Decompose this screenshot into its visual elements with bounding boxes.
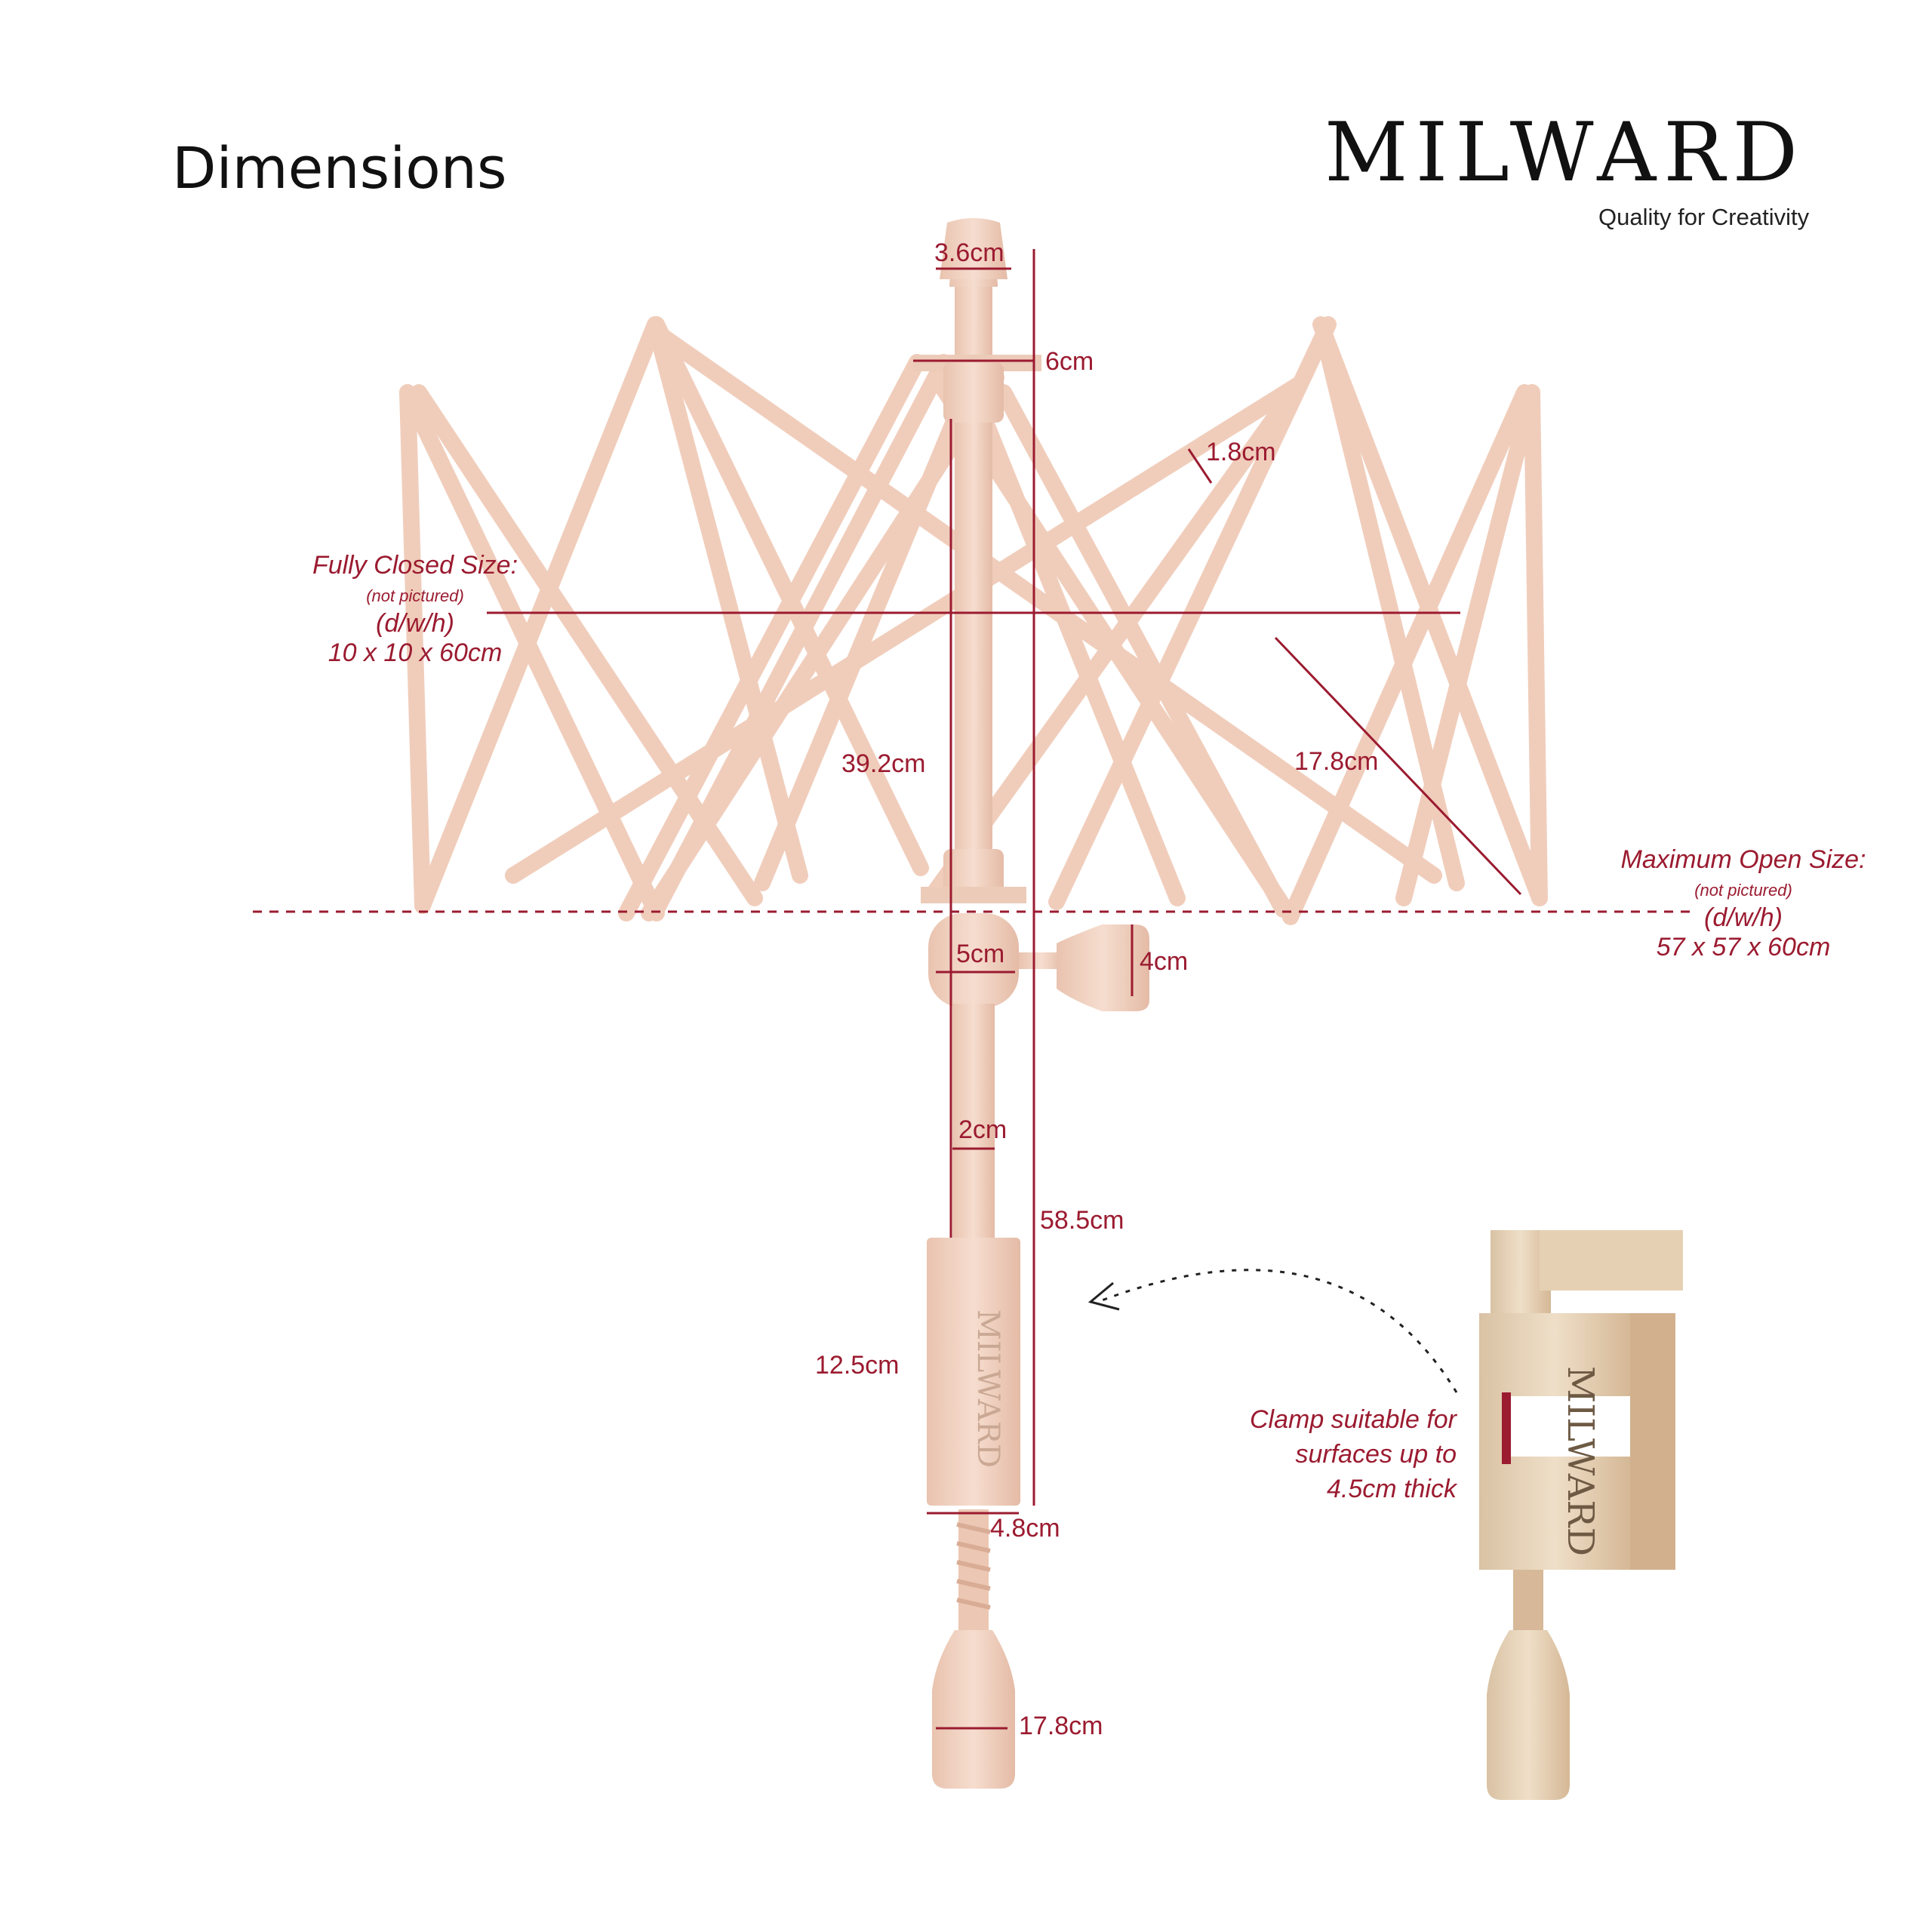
foot <box>932 1630 1015 1789</box>
page-title: Dimensions <box>172 134 507 202</box>
closed-size-note: Fully Closed Size: (not pictured) (d/w/h… <box>302 551 528 668</box>
dimension-lines <box>253 249 1690 1730</box>
clamp-note: Clamp suitable for surfaces up to 4.5cm … <box>1215 1402 1457 1506</box>
top-cap <box>940 218 1008 279</box>
closed-size-value: 10 x 10 x 60cm <box>328 638 503 667</box>
dim-pole-width: 2cm <box>958 1115 1008 1144</box>
dim-arm-length: 17.8cm <box>1294 747 1379 776</box>
lattice-arms <box>399 316 1548 925</box>
clamp-note-line1: Clamp suitable for <box>1249 1405 1457 1434</box>
clamp-inset: MILWARD <box>1479 1230 1683 1800</box>
dim-overall-height: 58.5cm <box>1040 1206 1124 1235</box>
central-pole: MILWARD <box>913 218 1149 1789</box>
dim-arm-height: 39.2cm <box>841 749 926 778</box>
clamp-block <box>927 1238 1020 1506</box>
inset-arrow <box>1088 1269 1458 1393</box>
brand-tagline: Quality for Creativity <box>1598 204 1810 230</box>
dim-hub-top: 6cm <box>1045 347 1094 376</box>
open-size-note: Maximum Open Size: (not pictured) (d/w/h… <box>1604 845 1883 962</box>
clamp-note-line3: 4.5cm thick <box>1327 1475 1457 1503</box>
knob <box>1057 924 1149 1011</box>
inset-logo: MILWARD <box>1559 1366 1601 1556</box>
clamp-note-line2: surfaces up to <box>1295 1440 1457 1469</box>
dim-clamp-height: 12.5cm <box>815 1351 900 1380</box>
dim-clamp-width: 4.8cm <box>990 1514 1060 1543</box>
clamp-block-logo: MILWARD <box>971 1309 1005 1468</box>
open-size-value: 57 x 57 x 60cm <box>1656 933 1831 961</box>
dim-rib-width: 1.8cm <box>1206 438 1276 466</box>
dim-knob: 4cm <box>1140 947 1189 976</box>
dim-foot-width: 17.8cm <box>1019 1712 1103 1740</box>
open-size-label: Maximum Open Size: <box>1620 845 1866 874</box>
open-size-axes: (d/w/h) <box>1704 903 1783 932</box>
dim-top-cap: 3.6cm <box>934 238 1004 267</box>
open-size-not-pictured: (not pictured) <box>1694 881 1792 900</box>
closed-size-label: Fully Closed Size: <box>312 551 518 580</box>
dim-hub-bottom: 5cm <box>956 940 1005 968</box>
brand-logo: MILWARD <box>1324 106 1806 200</box>
closed-size-not-pictured: (not pictured) <box>366 586 464 605</box>
closed-size-axes: (d/w/h) <box>376 609 454 638</box>
